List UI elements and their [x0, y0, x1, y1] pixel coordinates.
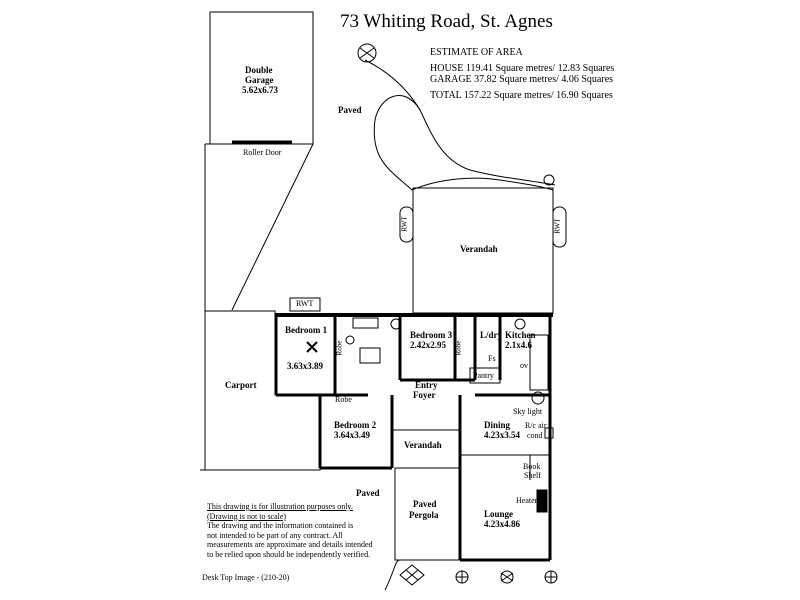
lounge-label: Lounge	[484, 509, 514, 519]
foyer-label: Foyer	[413, 390, 436, 400]
rwt-left-tank	[399, 206, 414, 243]
paved-pergola-label-1: Paved	[413, 499, 437, 509]
rwt-right-label: RWT	[553, 218, 562, 234]
lounge-dim: 4.23x4.86	[484, 519, 520, 529]
shrub-icon-1	[399, 564, 425, 586]
shrub-icon-5	[543, 174, 555, 186]
toilet-fixture	[390, 318, 402, 330]
driveway-diagonal	[231, 143, 314, 311]
rwt-left-label: RWT	[400, 216, 409, 232]
dining-dim: 4.23x3.54	[484, 430, 520, 440]
cond-label: cond	[527, 431, 543, 440]
roller-door-label: Roller Door	[243, 148, 282, 157]
bedroom2-dim: 3.64x3.49	[334, 430, 370, 440]
estimate-total: TOTAL 157.22 Square metres/ 16.90 Square…	[430, 90, 613, 101]
bedroom2-label: Bedroom 2	[334, 420, 377, 430]
robe1-label: Robe	[335, 340, 344, 356]
curved-path-inner	[411, 177, 554, 191]
shower-fixture	[359, 347, 381, 364]
kitchen-bench	[529, 334, 549, 391]
robe2-label: Robe	[335, 395, 352, 404]
rc-air-label: R/c air	[525, 421, 547, 430]
disclaimer-line-4: not intended to be part of any contract.…	[207, 530, 343, 540]
heater-label: Heater	[516, 496, 538, 505]
rwt-mid-label: RWT	[296, 299, 314, 308]
paved-bottom-label: Paved	[356, 488, 380, 498]
shrub-icon-4	[544, 570, 558, 584]
basin-fixture	[345, 335, 355, 345]
bath-fixture	[352, 317, 379, 329]
path-lead	[364, 59, 421, 111]
garage-label-1: Double	[245, 65, 273, 75]
disclaimer: This drawing is for illustration purpose…	[207, 502, 373, 560]
shrub-icon-3	[500, 570, 514, 584]
fs-label: Fs	[488, 354, 496, 363]
kitchen-dim: 2.1x4.6	[505, 340, 532, 350]
heater-box	[536, 489, 548, 513]
shelf-label: Shelf	[524, 471, 541, 480]
ov-label: ov	[520, 361, 528, 370]
rwt-right-tank	[552, 206, 567, 248]
tree-icon	[357, 43, 377, 63]
bedroom3-label: Bedroom 3	[410, 330, 453, 340]
dining-label: Dining	[484, 420, 511, 430]
verandah-top-label: Verandah	[460, 244, 498, 254]
disclaimer-line-6: to be relied upon should be independentl…	[207, 549, 371, 559]
bedroom1-label: Bedroom 1	[285, 325, 328, 335]
skylight-label: Sky light	[513, 407, 543, 416]
disclaimer-line-5: measurements are approximate and details…	[207, 540, 373, 550]
ceiling-fan-icon	[306, 341, 318, 353]
page-title: 73 Whiting Road, St. Agnes	[340, 11, 553, 32]
pantry-box	[469, 367, 501, 384]
kitchen-label: Kitchen	[505, 330, 536, 340]
skylight-fixture	[531, 391, 545, 405]
disclaimer-line-3: The drawing and the information containe…	[207, 521, 354, 531]
entry-label: Entry	[415, 380, 438, 390]
sink-fixture	[514, 318, 526, 330]
rwt-mid-tank	[289, 297, 321, 312]
path-curve-bottom	[384, 559, 401, 591]
pergola-outline	[394, 467, 461, 561]
paved-top-label: Paved	[338, 105, 362, 115]
bedroom1-dim: 3.63x3.89	[287, 361, 323, 371]
estimate-house: HOUSE 119.41 Square metres/ 12.83 Square…	[430, 63, 615, 74]
footer-credit: Desk Top Image - (210-20)	[202, 573, 290, 582]
robe3-label: Robe	[454, 340, 463, 356]
disclaimer-line-2: (Drawing is not to scale)	[207, 511, 287, 521]
aircon-box	[544, 427, 554, 439]
shrub-icon-2	[455, 570, 469, 584]
estimate-heading: ESTIMATE OF AREA	[430, 47, 523, 58]
ldry-label: L/dry	[480, 330, 503, 340]
curved-path-outer	[373, 95, 556, 191]
book-label: Book	[523, 462, 541, 471]
garage-dim: 5.62x6.73	[242, 85, 278, 95]
paved-pergola-label-2: Pergola	[409, 510, 439, 520]
pantry-label: Pantry	[473, 371, 494, 380]
house-outer-wall-top	[275, 313, 553, 317]
estimate-garage: GARAGE 37.82 Square metres/ 4.06 Squares	[430, 74, 614, 85]
bedroom3-dim: 2.42x2.95	[410, 340, 446, 350]
carport-label: Carport	[225, 380, 257, 390]
disclaimer-line-1: This drawing is for illustration purpose…	[207, 502, 353, 511]
verandah-mid-label: Verandah	[404, 440, 442, 450]
garage-label-2: Garage	[245, 75, 274, 85]
driveway-edge-left	[200, 144, 206, 471]
